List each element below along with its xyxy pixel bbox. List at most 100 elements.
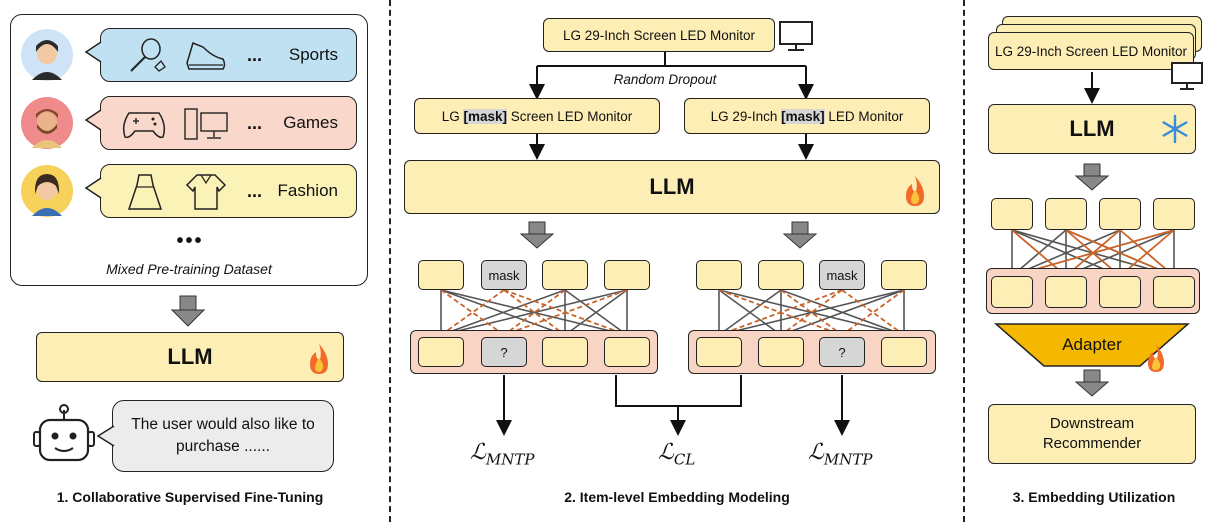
caption-embedding: 2. Item-level Embedding Modeling [564, 489, 790, 505]
embedding-box [696, 337, 742, 367]
token-box [1045, 198, 1087, 230]
ellipsis: ... [247, 180, 263, 201]
category-label: Games [283, 113, 338, 132]
embedding-box [1045, 276, 1087, 308]
loss-cl: ℒCL [658, 440, 696, 469]
shirt-icon [185, 174, 227, 210]
token-box [604, 260, 650, 290]
caption-sft: 1. Collaborative Supervised Fine-Tuning [56, 489, 324, 505]
embedding-box [758, 337, 804, 367]
question-mark: ? [838, 344, 846, 360]
computer-icon [184, 108, 228, 140]
loss-mntp-right: ℒMNTP [808, 440, 873, 469]
token-box [418, 260, 464, 290]
fire-icon [310, 344, 328, 374]
token-box [991, 198, 1033, 230]
right-orange-connections [718, 289, 905, 336]
embedding-box [542, 337, 588, 367]
user-avatar-icon [21, 97, 73, 149]
embedding-box [881, 337, 927, 367]
user-avatar-icon [21, 29, 73, 81]
masked-item-left: LG [mask] Screen LED Monitor [414, 98, 660, 134]
llm-box-embedding: LLM [404, 160, 940, 214]
separator-line [963, 0, 965, 522]
llm-label: LLM [1069, 116, 1115, 141]
right-gray-connections [718, 289, 905, 336]
ellipsis: ... [247, 44, 263, 65]
dropout-label: Random Dropout [613, 71, 717, 87]
games-bubble: ... Games [100, 96, 357, 150]
down-arrow-icon [170, 295, 206, 327]
left-gray-connections [440, 289, 628, 336]
badminton-icon [130, 38, 166, 72]
embedding-box [991, 276, 1033, 308]
item-title: LG 29-Inch Screen LED Monitor [994, 43, 1188, 59]
token-box [1153, 198, 1195, 230]
predicted-token-box: ? [481, 337, 527, 367]
downstream-recommender-box: Downstream Recommender [988, 404, 1196, 464]
speech-text: The user would also like to purchase ...… [131, 416, 315, 455]
mask-label: mask [488, 267, 520, 283]
llm-box-sft: LLM [36, 332, 344, 382]
fire-icon [906, 176, 924, 206]
item-title-box: LG 29-Inch Screen LED Monitor [988, 32, 1194, 70]
left-orange-connections [440, 289, 628, 336]
speech-tail [96, 425, 115, 447]
robot-icon [33, 404, 95, 462]
token-box [881, 260, 927, 290]
token-box [696, 260, 742, 290]
embedding-box [604, 337, 650, 367]
dataset-label: Mixed Pre-training Dataset [106, 261, 272, 277]
mask-token: [mask] [781, 108, 825, 124]
masked-item-text: LG [441, 108, 464, 124]
masked-item-text: LG 29-Inch [710, 108, 782, 124]
embedding-box [1153, 276, 1195, 308]
monitor-icon [1171, 62, 1203, 90]
mask-token: [mask] [463, 108, 507, 124]
llm-label: LLM [167, 344, 213, 369]
masked-item-text: Screen LED Monitor [506, 108, 633, 124]
more-dots: ••• [176, 229, 204, 252]
down-arrow-icon [519, 221, 555, 249]
dress-icon [127, 174, 163, 210]
loss-mntp-left: ℒMNTP [470, 440, 535, 469]
dropout-arrows [529, 52, 814, 160]
speech-bubble: The user would also like to purchase ...… [112, 400, 334, 472]
monitor-icon [779, 21, 813, 51]
bubble-tails [84, 41, 102, 199]
sports-bubble: ... Sports [100, 28, 357, 82]
masked-item-text: LED Monitor [824, 108, 904, 124]
fashion-bubble: ... Fashion [100, 164, 357, 218]
fire-icon [1148, 344, 1164, 372]
predicted-token-box: ? [819, 337, 865, 367]
loss-arrows [496, 375, 850, 436]
masked-item-right: LG 29-Inch [mask] LED Monitor [684, 98, 930, 134]
caption-utilization: 3. Embedding Utilization [1012, 489, 1176, 505]
llm-label: LLM [649, 174, 695, 199]
ellipsis: ... [247, 112, 263, 133]
separator-line [389, 0, 391, 522]
embedding-box [1099, 276, 1141, 308]
mask-token-box: mask [819, 260, 865, 290]
dataset-panel [10, 14, 368, 286]
mask-label: mask [826, 267, 858, 283]
gamepad-icon [122, 112, 166, 139]
token-box [758, 260, 804, 290]
embedding-box [418, 337, 464, 367]
item-title-box: LG 29-Inch Screen LED Monitor [543, 18, 775, 52]
snowflake-icon [1162, 114, 1188, 144]
down-arrow-icon [782, 221, 818, 249]
question-mark: ? [500, 344, 508, 360]
sneaker-icon [186, 41, 226, 70]
adapter-label: Adapter [1062, 335, 1122, 354]
adapter-shape [994, 323, 1190, 367]
mask-token-box: mask [481, 260, 527, 290]
down-arrow-icon [1074, 369, 1110, 397]
downstream-label: Downstream Recommender [1042, 415, 1142, 452]
item-title: LG 29-Inch Screen LED Monitor [562, 27, 756, 43]
category-label: Fashion [277, 181, 338, 200]
token-box [542, 260, 588, 290]
llm-box-frozen: LLM [988, 104, 1196, 154]
user-avatar-icon [21, 165, 73, 217]
down-arrow-icon [1074, 163, 1110, 191]
